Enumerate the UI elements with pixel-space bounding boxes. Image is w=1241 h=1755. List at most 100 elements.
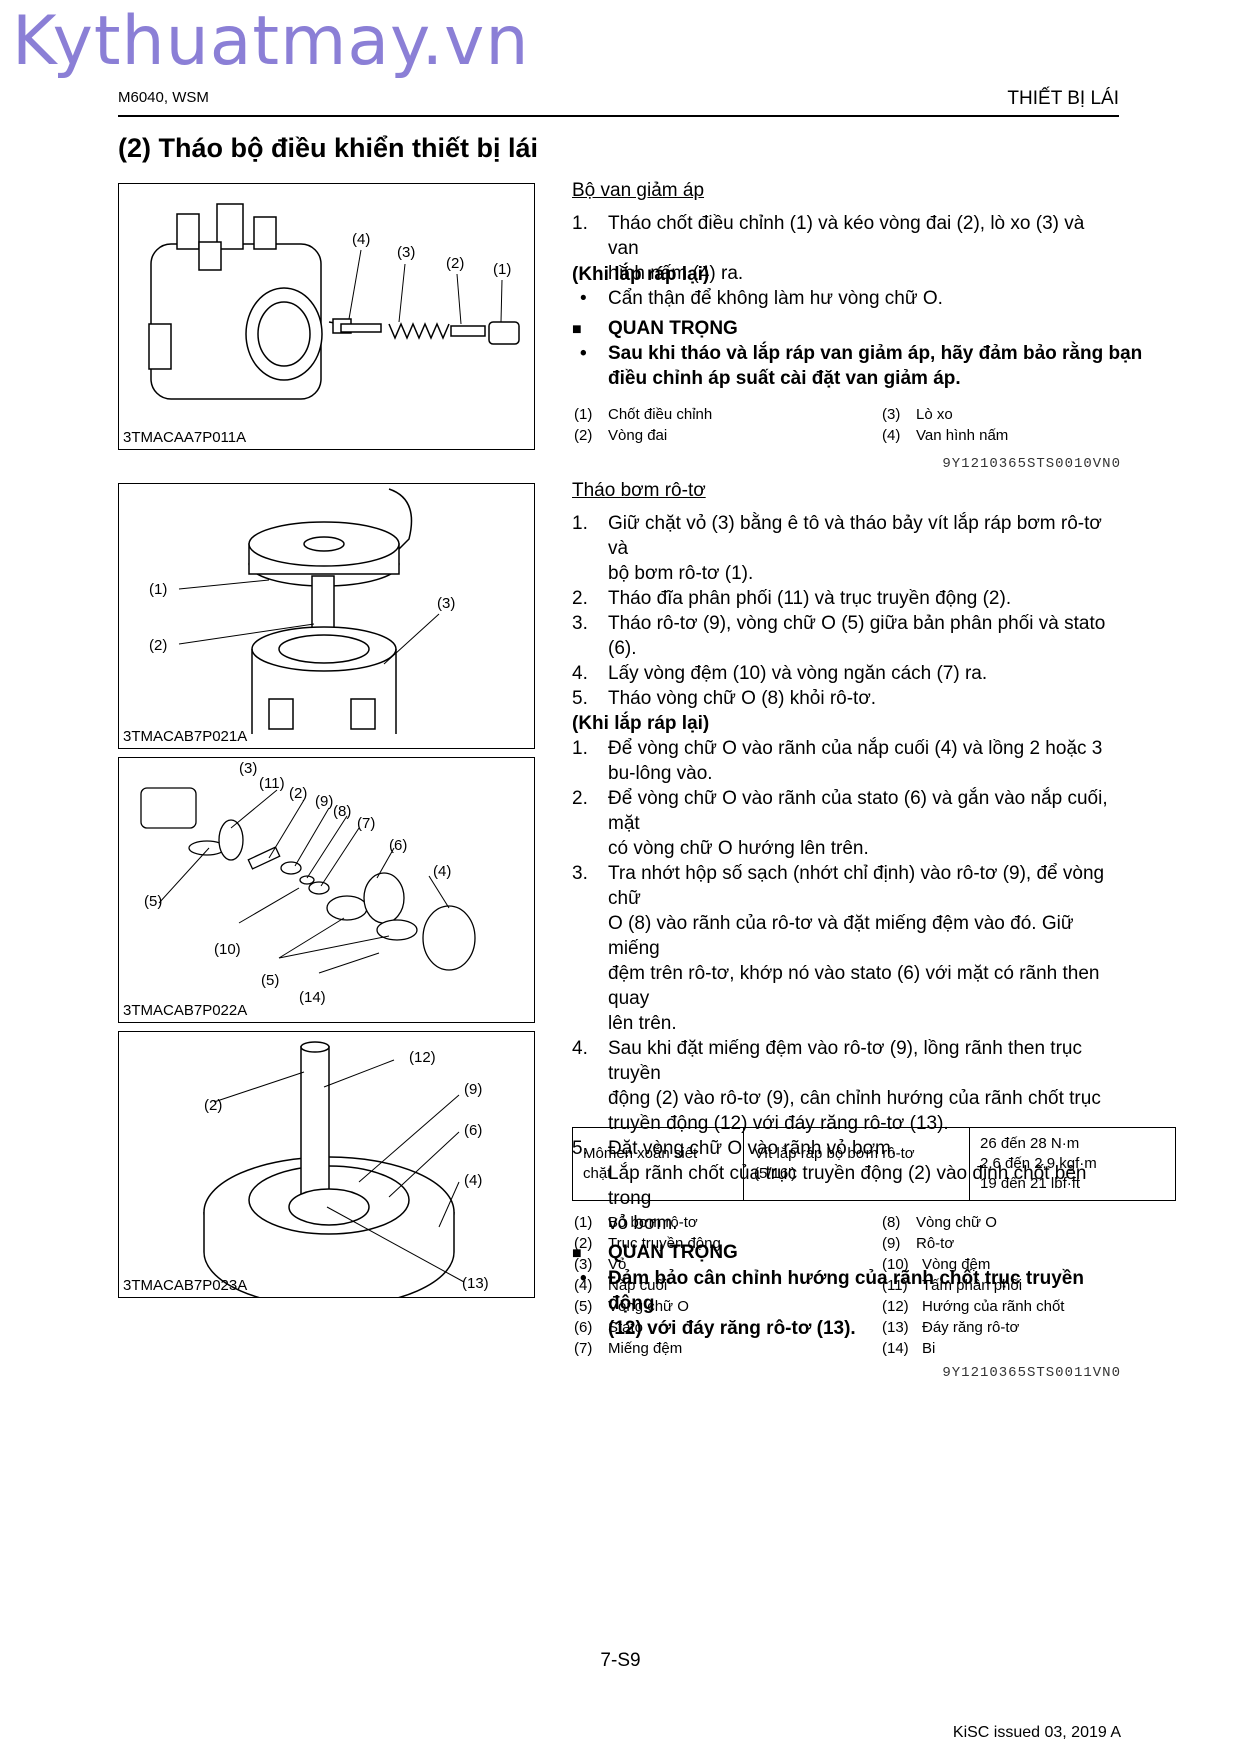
important-line: (12) với đáy răng rô-tơ (13).: [608, 1318, 856, 1339]
legend-number: (1): [574, 406, 593, 423]
step-number: 2.: [572, 788, 588, 809]
legend-number: (4): [882, 427, 901, 444]
callout-label: (7): [357, 815, 375, 832]
callout-label: (10): [214, 941, 241, 958]
legend-text: Stato: [608, 1319, 644, 1336]
step-number: 5.: [572, 688, 588, 709]
legend-text: Chốt điều chỉnh: [608, 406, 713, 423]
figure-code: 3TMACAB7P021A: [123, 728, 248, 745]
rotor-important-text: • Đảm bảo cân chỉnh hướng của rãnh chốt …: [572, 1266, 1120, 1341]
figure-code: 3TMACAB7P022A: [123, 1002, 248, 1019]
callout-label: (11): [259, 775, 285, 792]
legend-text: Hướng của rãnh chốt: [922, 1298, 1065, 1315]
legend-text: Tấm phân phối: [922, 1277, 1023, 1294]
figure-code: 3TMACAA7P011A: [123, 429, 247, 446]
step-number: 1.: [572, 513, 588, 534]
callout-label: (3): [437, 595, 455, 612]
legend-number: (7): [574, 1340, 593, 1357]
page-number: 7-S9: [600, 1650, 641, 1671]
step-number: 1.: [572, 738, 588, 759]
relief-bullet: •Cẩn thận để không làm hư vòng chữ O.: [580, 288, 943, 309]
header-divider: [118, 115, 1119, 117]
callout-label: (2): [149, 637, 167, 654]
legend-number: (1): [574, 1214, 593, 1231]
step-line: động (2) vào rô-tơ (9), cân chỉnh hướng …: [608, 1088, 1101, 1109]
legend-number: (2): [574, 1235, 593, 1252]
step-line: Lấy vòng đệm (10) và vòng ngăn cách (7) …: [608, 663, 988, 684]
relief-reassembly-heading: (Khi lắp ráp lại): [572, 264, 710, 285]
callout-label: (3): [397, 244, 415, 261]
exploded-view-drawing: (3) (11) (2) (9) (8) (7) (6) (4) (5) (10…: [140, 760, 476, 1006]
step-line: vỏ bơm.: [608, 1213, 678, 1234]
legend-text: Bộ bơm rô-tơ: [608, 1214, 698, 1231]
relief-valve-heading: Bộ van giảm áp: [572, 180, 705, 201]
legend-text: Vòng chữ O: [916, 1214, 997, 1231]
legend-text: Vòng chữ O: [608, 1298, 689, 1315]
figure-relief-valve: (4) (3) (2) (1) 3TMACAA7P011A: [118, 183, 535, 450]
legend-number: (11): [882, 1277, 908, 1294]
cell-line: chặt: [583, 1165, 612, 1182]
alignment-drawing: (12) (2) (9) (6) (4) (13): [203, 1041, 489, 1308]
callout-label: (4): [433, 863, 451, 880]
callout-label: (2): [289, 785, 307, 802]
callout-label: (4): [352, 231, 370, 248]
important-line: Sau khi tháo và lắp ráp van giảm áp, hãy…: [608, 343, 1143, 364]
important-line: Đảm bảo cân chỉnh hướng của rãnh chốt tr…: [608, 1268, 1084, 1314]
step-number: 3.: [572, 863, 588, 884]
callout-label: (6): [464, 1122, 482, 1139]
relief-important-heading: ■QUAN TRỌNG: [572, 318, 738, 339]
section-title: (2) Tháo bộ điều khiển thiết bị lái: [118, 133, 539, 163]
callout-label: (1): [149, 581, 167, 598]
legend-number: (6): [574, 1319, 593, 1336]
legend-number: (5): [574, 1298, 593, 1315]
step-line: Giữ chặt vỏ (3) bằng ê tô và tháo bảy ví…: [608, 513, 1102, 559]
important-label: QUAN TRỌNG: [608, 1242, 738, 1263]
step-number: 4.: [572, 663, 588, 684]
legend-number: (2): [574, 427, 593, 444]
legend-number: (3): [574, 1256, 593, 1273]
step-number: 4.: [572, 1038, 588, 1059]
step-line: Tháo vòng chữ O (8) khỏi rô-tơ.: [608, 688, 877, 709]
callout-label: (6): [389, 837, 407, 854]
rotor-legend: (1) Bộ bơm rô-tơ (2) Trục truyền động (3) V…: [574, 1212, 1114, 1372]
header-model: M6040, WSM: [118, 89, 209, 106]
step-line: Tháo chốt điều chỉnh (1) và kéo vòng đai…: [608, 213, 1085, 259]
callout-label: (13): [462, 1275, 489, 1292]
bullet-text: Cẩn thận để không làm hư vòng chữ O.: [608, 288, 943, 309]
callout-label: (5): [144, 893, 162, 910]
watermark-logo: Kythuatmay.vn: [12, 2, 530, 81]
callout-label: (1): [493, 261, 511, 278]
callout-label: (5): [261, 972, 279, 989]
rotor-pump-heading: Tháo bơm rô-tơ: [572, 480, 706, 501]
cell-line: (5/16'): [754, 1165, 797, 1182]
legend-number: (14): [882, 1340, 909, 1357]
legend-text: Miếng đệm: [608, 1340, 683, 1357]
legend-text: Trục truyền động: [608, 1235, 721, 1252]
step-line: bộ bơm rô-tơ (1).: [608, 563, 754, 584]
legend-number: (12): [882, 1298, 909, 1315]
legend-text: Van hình nấm: [916, 427, 1009, 444]
figure-code: 3TMACAB7P023A: [123, 1277, 248, 1294]
important-label: QUAN TRỌNG: [608, 318, 738, 339]
cell-line: 2,6 đến 2,9 kgf·m: [980, 1155, 1097, 1172]
important-line: điều chỉnh áp suất cài đặt van giảm áp.: [608, 368, 961, 389]
step-line: Tháo đĩa phân phối (11) và trục truyền đ…: [608, 588, 1012, 609]
legend-number: (13): [882, 1319, 909, 1336]
figure-exploded-view: (3) (11) (2) (9) (8) (7) (6) (4) (5) (10…: [118, 757, 535, 1023]
legend-text: Vòng đệm: [922, 1256, 991, 1273]
step-line: đệm trên rô-tơ, khớp nó vào stato (6) vớ…: [608, 963, 1100, 1009]
header-chapter: THIẾT BỊ LÁI: [1007, 88, 1119, 109]
legend-number: (9): [882, 1235, 901, 1252]
callout-label: (14): [299, 989, 326, 1006]
legend-text: Nắp cuối: [608, 1277, 668, 1294]
step-line: Sau khi đặt miếng đệm vào rô-tơ (9), lồn…: [608, 1038, 1082, 1084]
rotor-important-heading: ■QUAN TRỌNG: [572, 1242, 738, 1263]
figure-alignment: (12) (2) (9) (6) (4) (13) 3TMACAB7P023A: [118, 1031, 535, 1308]
legend-text: Vỏ: [608, 1256, 627, 1273]
cell-line: Mômen xoắn siết: [583, 1145, 698, 1162]
legend-text: Vòng đai: [608, 427, 668, 444]
relief-valve-drawing: (4) (3) (2) (1): [148, 203, 520, 400]
cell-line: 19 đến 21 lbf·ft: [980, 1175, 1081, 1192]
step-line: Tháo rô-tơ (9), vòng chữ O (5) giữa bản …: [608, 613, 1106, 659]
